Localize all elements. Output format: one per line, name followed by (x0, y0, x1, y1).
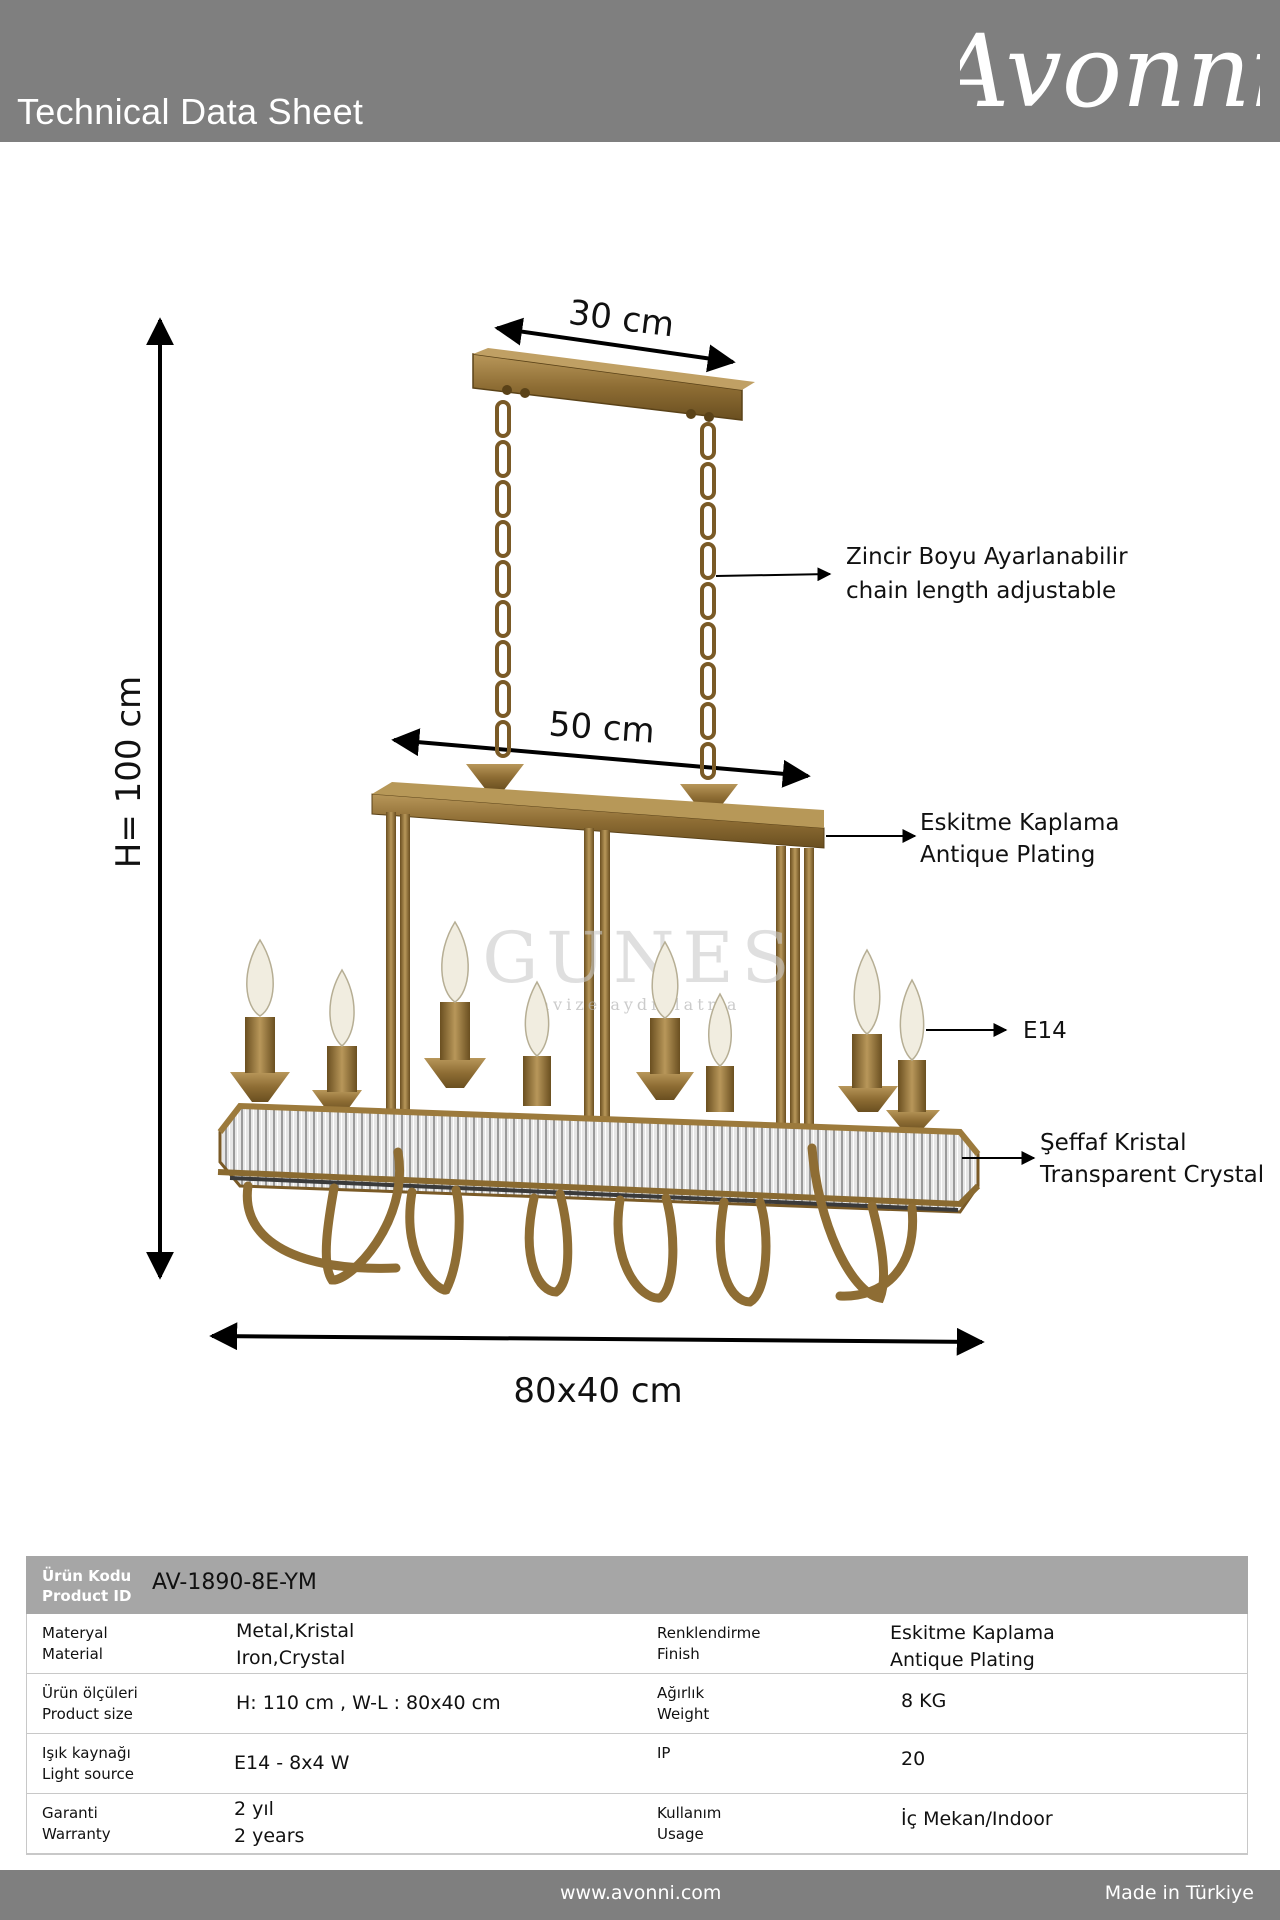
chain-left (495, 400, 511, 758)
ceiling-canopy (472, 348, 755, 422)
website-link[interactable]: www.avonni.com (560, 1882, 722, 1904)
plating-callout-tr: Eskitme Kaplama (920, 810, 1119, 836)
frame-width-dimension-line (391, 728, 811, 788)
footer-bar: www.avonni.com Made in Türkiye (0, 1870, 1280, 1920)
usage-value: İç Mekan/Indoor (901, 1808, 1053, 1830)
plating-callout-en: Antique Plating (920, 842, 1095, 868)
lower-loop-arms (242, 1143, 918, 1307)
product-id-row: Ürün Kodu Product ID AV-1890-8E-YM (26, 1556, 1248, 1614)
watermark-sub: avize aydınlatma (540, 995, 741, 1014)
header-bar: Technical Data Sheet (0, 0, 1280, 142)
top-cup-right (680, 784, 738, 810)
brand-logo-text: Avonni (960, 13, 1260, 130)
chain-callout-pointer (715, 567, 832, 582)
brand-logo: Avonni (960, 13, 1260, 130)
base-dimension-line (209, 1322, 985, 1356)
chain-callout-en: chain length adjustable (846, 578, 1116, 604)
light-source-value: E14 - 8x4 W (234, 1752, 350, 1774)
page-title: Technical Data Sheet (17, 91, 364, 132)
weight-value: 8 KG (901, 1690, 947, 1712)
table-border (26, 1614, 1248, 1855)
top-width-label: 30 cm (566, 293, 676, 346)
product-id-label: Ürün Kodu Product ID (42, 1567, 132, 1605)
frame-width-label: 50 cm (548, 704, 656, 751)
crystal-callout-en: Transparent Crystal (1039, 1162, 1264, 1188)
base-dimension-label: 80x40 cm (513, 1371, 682, 1411)
ip-value: 20 (901, 1748, 926, 1770)
made-in-label: Made in Türkiye (1104, 1882, 1254, 1904)
spec-table: Ürün Kodu Product ID AV-1890-8E-YM Mater… (26, 1556, 1248, 1854)
ip-label: IP (657, 1744, 671, 1762)
watermark-main: GUNES (482, 917, 797, 999)
candle-holders (230, 920, 940, 1132)
upper-frame-bar (371, 782, 825, 849)
size-value: H: 110 cm , W-L : 80x40 cm (236, 1692, 501, 1714)
chain-right (700, 422, 716, 780)
height-label: H= 100 cm (109, 676, 149, 868)
product-drawing: GUNES avize aydınlatma (109, 293, 1264, 1411)
crystal-ring (217, 1102, 981, 1214)
socket-callout: E14 (1023, 1018, 1067, 1044)
top-cup-left (466, 764, 524, 790)
top-width-dimension-line (494, 317, 736, 373)
crystal-callout-tr: Şeffaf Kristal (1040, 1130, 1187, 1156)
product-id-value: AV-1890-8E-YM (152, 1570, 317, 1595)
vertical-rods (386, 812, 814, 1148)
chain-callout-tr: Zincir Boyu Ayarlanabilir (846, 544, 1128, 570)
